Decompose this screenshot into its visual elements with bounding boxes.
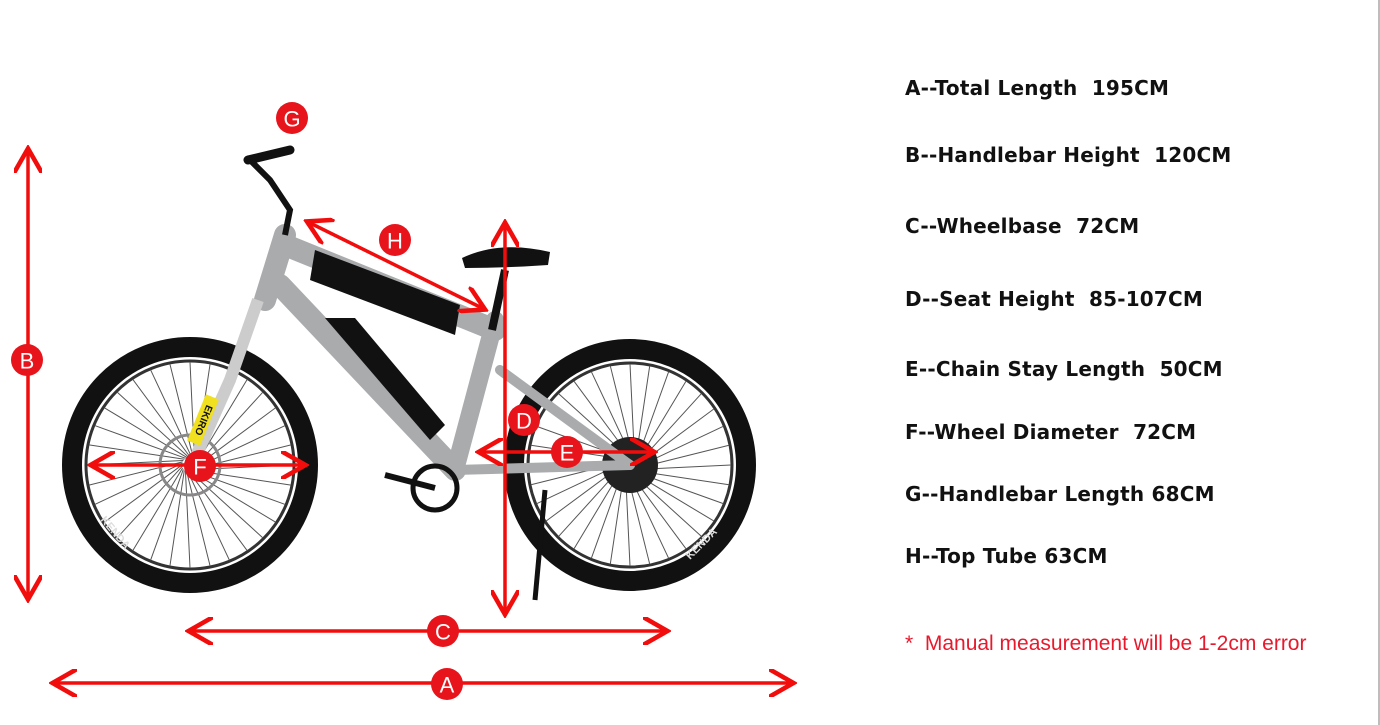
spoke [186,472,211,567]
spec-total-length: A--Total Length 195CM [905,76,1170,100]
svg-text:G: G [283,107,300,132]
spoke [150,469,184,561]
marker-e: E [551,436,583,468]
marker-h: H [379,224,411,256]
bike-illustration: KENDA KENDA EKIRO [62,145,756,601]
marker-a: A [431,668,463,700]
spoke [189,361,196,459]
arrow-h-top-tube [310,223,482,308]
spec-seat-height: D--Seat Height 85-107CM [905,287,1204,311]
spoke [192,471,276,523]
spec-handlebar-length: G--Handlebar Length 68CM [905,482,1215,506]
spoke [169,470,185,567]
spec-wheel-diameter: F--Wheel Diameter 72CM [905,420,1197,444]
kickstand [532,489,548,601]
marker-g: G [276,102,308,134]
spoke [169,363,194,458]
spec-chain-stay: E--Chain Stay Length 50CM [905,357,1223,381]
spec-top-tube: H--Top Tube 63CM [905,544,1108,568]
spoke [94,462,183,505]
crank-arm [384,472,436,491]
spoke [184,471,191,569]
svg-text:A: A [440,673,455,698]
spec-wheelbase: C--Wheelbase 72CM [905,214,1140,238]
svg-text:C: C [435,620,451,645]
spoke [104,407,188,459]
grip [243,145,295,165]
svg-text:D: D [516,409,532,434]
spoke [132,467,184,551]
marker-c: C [427,615,459,647]
spoke [189,472,248,551]
svg-text:E: E [560,441,575,466]
handlebar [247,157,294,236]
spoke [191,472,264,539]
spoke [132,379,191,458]
marker-f: F [184,450,216,482]
svg-text:H: H [387,229,403,254]
svg-text:B: B [20,349,35,374]
spoke [116,466,183,539]
spoke [187,472,230,561]
right-edge-divider [1378,0,1380,725]
spoke [104,464,183,523]
front-fork [186,298,264,468]
marker-d: D [508,404,540,436]
marker-b: B [11,344,43,376]
svg-text:F: F [193,455,206,480]
spoke [116,391,189,458]
spoke [150,369,193,458]
spec-handlebar-height: B--Handlebar Height 120CM [905,143,1232,167]
battery-down [325,318,445,440]
measurement-note: * Manual measurement will be 1-2cm error [905,632,1307,655]
chainring [410,463,460,513]
